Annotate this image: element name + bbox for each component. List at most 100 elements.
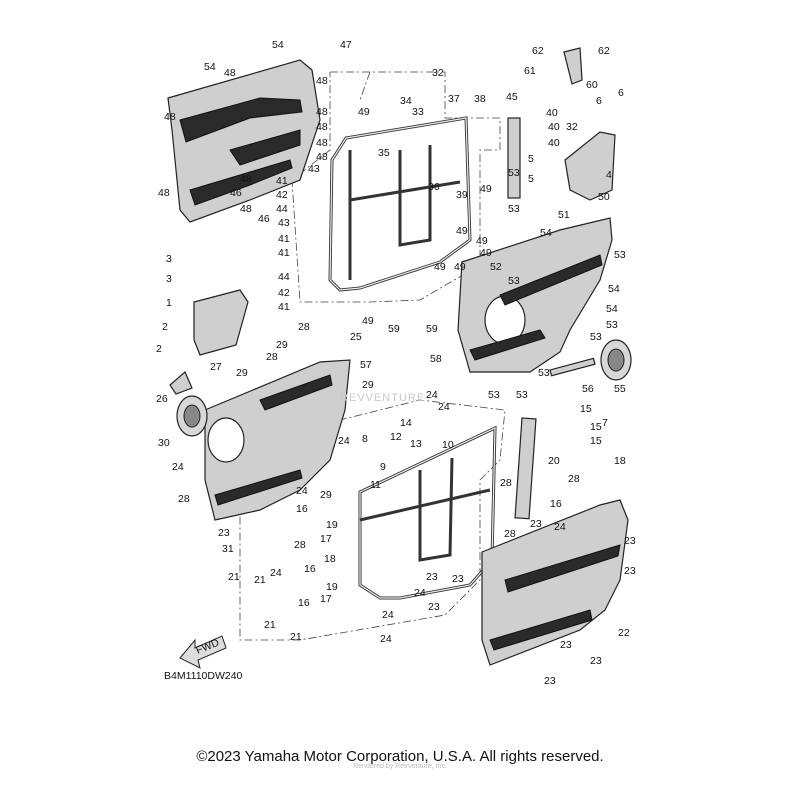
callout-number: 23 xyxy=(428,601,440,613)
callout-number: 24 xyxy=(270,567,282,579)
upper-trim-4 xyxy=(564,131,616,201)
callout-number: 24 xyxy=(414,587,426,599)
callout-number: 6 xyxy=(596,95,602,107)
callout-number: 18 xyxy=(324,553,336,565)
callout-number: 23 xyxy=(544,675,556,687)
dash-break xyxy=(359,71,371,101)
callout-number: 39 xyxy=(456,189,468,201)
callout-number: 24 xyxy=(338,435,350,447)
callout-number: 42 xyxy=(276,189,288,201)
callout-number: 50 xyxy=(598,191,610,203)
callout-number: 15 xyxy=(590,435,602,447)
callout-number: 46 xyxy=(258,213,270,225)
callout-number: 49 xyxy=(476,235,488,247)
copyright-notice: ©2023 Yamaha Motor Corporation, U.S.A. A… xyxy=(196,748,604,765)
callout-number: 16 xyxy=(298,597,310,609)
callout-number: 48 xyxy=(240,203,252,215)
callout-number: 43 xyxy=(308,163,320,175)
callout-number: 55 xyxy=(614,383,626,395)
callout-number: 23 xyxy=(560,639,572,651)
callout-number: 5 xyxy=(528,173,534,185)
callout-number: 47 xyxy=(340,39,352,51)
callout-number: 11 xyxy=(370,479,381,491)
callout-number: 51 xyxy=(558,209,570,221)
callout-number: 23 xyxy=(218,527,230,539)
callout-number: 17 xyxy=(320,533,332,545)
callout-number: 60 xyxy=(586,79,598,91)
callout-number: 44 xyxy=(278,271,290,283)
watermark-small: Rendered by RevVenture, Inc. xyxy=(353,763,447,770)
callout-number: 23 xyxy=(452,573,464,585)
bracket-26 xyxy=(169,371,193,395)
callout-number: 30 xyxy=(158,437,170,449)
callout-number: 26 xyxy=(156,393,168,405)
bracket-60 xyxy=(563,47,583,85)
callout-number: 49 xyxy=(456,225,468,237)
callout-number: 1 xyxy=(166,297,172,309)
callout-number: 56 xyxy=(582,383,594,395)
callout-number: 16 xyxy=(304,563,316,575)
callout-number: 28 xyxy=(178,493,190,505)
upper-rear-inner-panel xyxy=(167,59,321,223)
callout-number: 23 xyxy=(530,518,542,530)
callout-number: 2 xyxy=(156,343,162,355)
watermark-center: REVVENTURE xyxy=(340,392,426,404)
callout-number: 48 xyxy=(240,173,252,185)
callout-number: 14 xyxy=(400,417,412,429)
callout-number: 24 xyxy=(172,461,184,473)
callout-number: 53 xyxy=(508,167,520,179)
callout-number: 54 xyxy=(608,283,620,295)
callout-number: 35 xyxy=(378,147,390,159)
callout-number: 53 xyxy=(508,203,520,215)
callout-number: 19 xyxy=(326,581,338,593)
callout-number: 53 xyxy=(538,367,550,379)
callout-number: 48 xyxy=(224,67,236,79)
lower-rear-inner-panel xyxy=(204,359,351,521)
upper-door-frame xyxy=(328,116,472,292)
callout-number: 15 xyxy=(590,421,602,433)
callout-number: 18 xyxy=(614,455,626,467)
callout-number: 24 xyxy=(382,609,394,621)
callout-number: 21 xyxy=(264,619,276,631)
callout-number: 3 xyxy=(166,253,172,265)
callout-number: 15 xyxy=(580,403,592,415)
callout-number: 48 xyxy=(164,111,176,123)
callout-number: 54 xyxy=(204,61,216,73)
lower-front-outer-panel xyxy=(481,499,629,666)
callout-number: 19 xyxy=(326,519,338,531)
callout-number: 25 xyxy=(350,331,362,343)
callout-number: 5 xyxy=(528,153,534,165)
callout-number: 28 xyxy=(504,528,516,540)
callout-number: 37 xyxy=(448,93,460,105)
callout-number: 28 xyxy=(294,539,306,551)
callout-number: 53 xyxy=(488,389,500,401)
callout-number: 49 xyxy=(362,315,374,327)
callout-number: 62 xyxy=(598,45,610,57)
callout-number: 22 xyxy=(618,627,630,639)
callout-number: 40 xyxy=(548,137,560,149)
callout-number: 53 xyxy=(516,389,528,401)
callout-number: 16 xyxy=(296,503,308,515)
callout-number: 53 xyxy=(590,331,602,343)
callout-number: 49 xyxy=(434,261,446,273)
callout-number: 23 xyxy=(624,535,636,547)
callout-number: 21 xyxy=(254,574,266,586)
callout-number: 58 xyxy=(430,353,442,365)
callout-number: 33 xyxy=(412,106,424,118)
callout-number: 29 xyxy=(362,379,374,391)
strip-20 xyxy=(514,417,537,520)
callout-number: 49 xyxy=(454,261,466,273)
callout-number: 54 xyxy=(606,303,618,315)
callout-number: 57 xyxy=(360,359,372,371)
callout-number: 20 xyxy=(548,455,560,467)
callout-number: 54 xyxy=(272,39,284,51)
callout-number: 28 xyxy=(568,473,580,485)
callout-number: 48 xyxy=(316,106,328,118)
callout-number: 3 xyxy=(166,273,172,285)
callout-number: 41 xyxy=(278,301,290,313)
upper-front-outer-panel xyxy=(457,217,613,373)
callout-number: 29 xyxy=(320,489,332,501)
callout-number: 23 xyxy=(590,655,602,667)
